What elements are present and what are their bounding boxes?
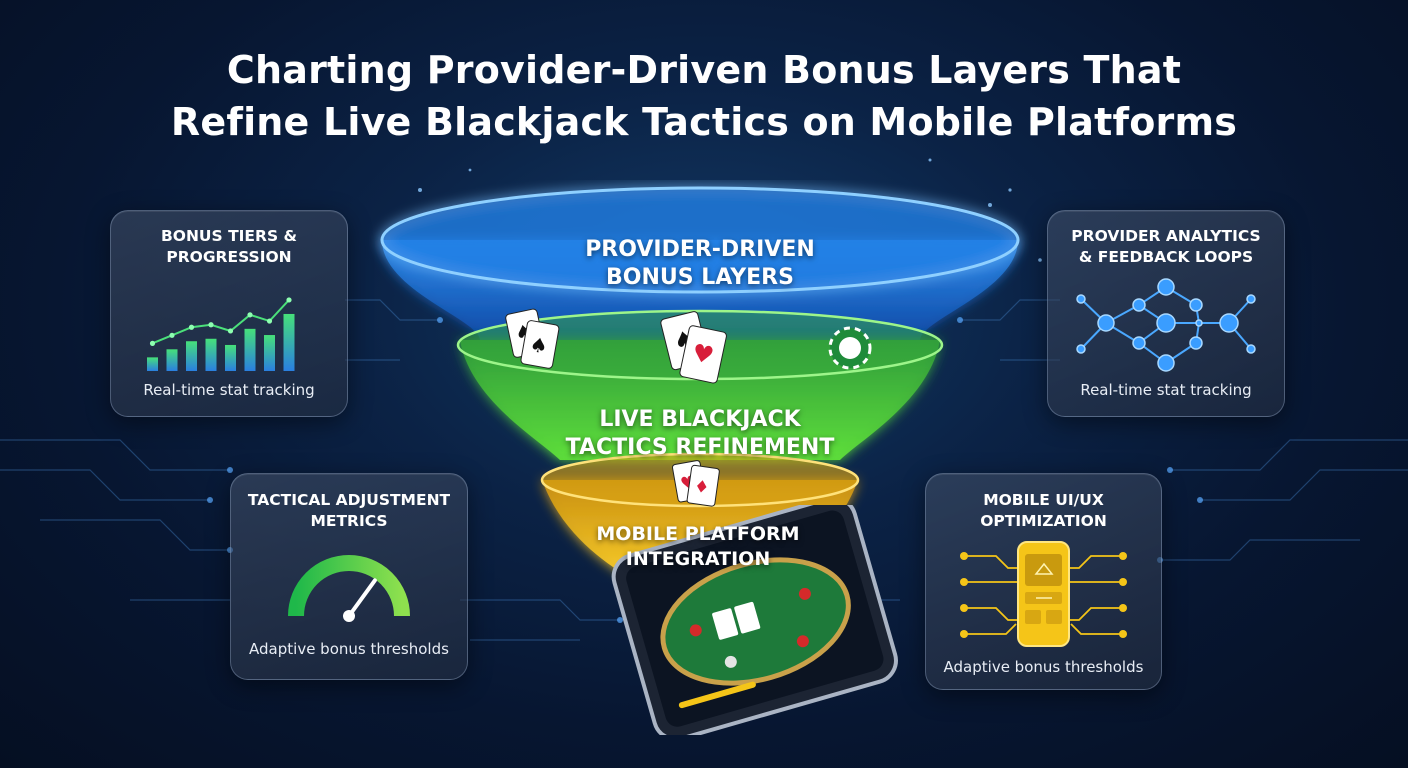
panel-tactical-adjustment: TACTICAL ADJUSTMENT METRICS Adaptive bon… [230,473,468,680]
network-nodes-icon [1076,278,1256,372]
funnel-layer-blue-rim [380,186,1020,294]
trend-point [188,324,195,330]
trend-point [208,322,214,328]
funnel-label-mobile-integration: MOBILE PLATFORM INTEGRATION [596,523,800,570]
funnel-diagram: ♠ ♠ ♠ ♥ ♥ ♦ [380,186,1020,578]
progression-bar [225,344,236,371]
panel-tactical-adjustment-title: TACTICAL ADJUSTMENT METRICS [247,491,451,530]
panel-mobile-ui-caption: Adaptive bonus thresholds [943,658,1144,676]
gauge-needle [347,578,377,618]
trend-point [286,297,292,303]
funnel-label-bonus-layers: PROVIDER-DRIVEN BONUS LAYERS [585,237,815,290]
trend-point [169,332,175,338]
panel-mobile-ui-title: MOBILE UI/UX OPTIMIZATION [980,491,1107,530]
progression-bar [205,338,217,371]
trend-point [149,340,156,346]
svg-text:♦: ♦ [693,477,711,499]
page-title: Charting Provider-Driven Bonus Layers Th… [0,44,1408,148]
panel-mobile-ui: MOBILE UI/UX OPTIMIZATION Adaptive bonus… [925,473,1162,690]
trend-point [247,312,253,318]
trend-point [266,318,273,324]
progression-bar [244,328,256,371]
title-line-2: Refine Live Blackjack Tactics on Mobile … [170,100,1238,144]
trend-point [227,328,234,334]
progression-bar [264,335,275,371]
title-line-1: Charting Provider-Driven Bonus Layers Th… [226,48,1182,92]
progression-bar [283,313,295,371]
panel-provider-analytics-title: PROVIDER ANALYTICS & FEEDBACK LOOPS [1071,227,1261,266]
panel-provider-analytics-caption: Real-time stat tracking [1080,381,1252,399]
panel-bonus-tiers: BONUS TIERS & PROGRESSION Real-time stat… [110,210,348,417]
panel-tactical-adjustment-caption: Adaptive bonus thresholds [249,640,449,658]
playing-cards-center-2: ♥ [679,325,727,384]
progression-bar [186,341,197,371]
panel-bonus-tiers-title: BONUS TIERS & PROGRESSION [160,227,298,266]
playing-cards-bottom-2: ♦ [686,464,720,507]
progression-trend-line [152,299,290,345]
svg-text:♠: ♠ [528,332,550,359]
funnel-label-tactics: LIVE BLACKJACK TACTICS REFINEMENT [565,407,835,460]
gauge-icon [288,555,410,622]
progression-bar [147,357,158,371]
progression-bar [166,349,178,371]
panel-bonus-tiers-caption: Real-time stat tracking [143,381,315,399]
mobile-circuit-icon [960,541,1127,647]
poker-chip [828,326,872,370]
smartphone-illustration [611,505,898,735]
bonus-progression-chart [147,297,295,371]
panel-provider-analytics: PROVIDER ANALYTICS & FEEDBACK LOOPS Real… [1047,210,1285,417]
playing-cards-left-2: ♠ [520,320,560,369]
